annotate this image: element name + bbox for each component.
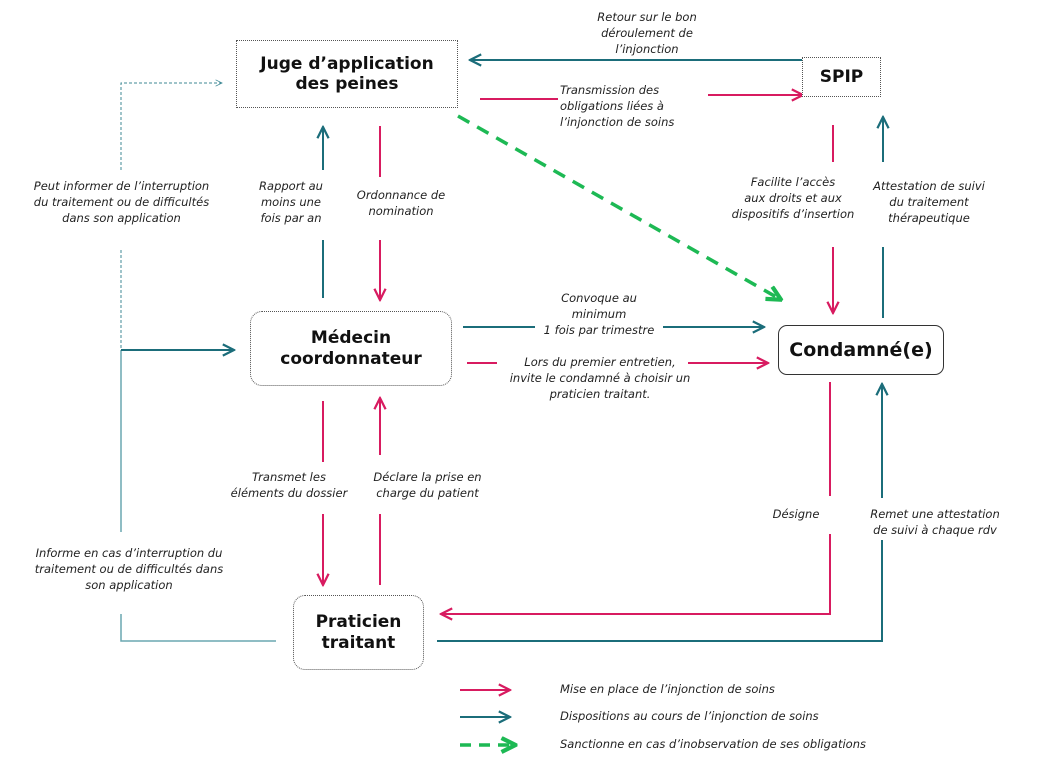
label-informe: Informe en cas d’interruption du traitem… [34,546,224,592]
label-remet: Remet une attestation de suivi à chaque … [870,507,1000,537]
label-transmission: Transmission des obligations liées à l’i… [560,83,675,129]
node-spip: SPIP [802,57,881,97]
edge-segment [437,540,883,642]
edge-info-to-jap [120,83,222,350]
label-retour: Retour sur le bon déroulement de l’injon… [597,10,697,56]
edge-segment [120,83,222,170]
edge-praticien-to-condamne-remet [437,384,883,642]
legend-label-during: Dispositions au cours de l’injonction de… [560,709,819,723]
legend-label-setup: Mise en place de l’injonction de soins [560,682,775,696]
edge-jap-to-condamne-sanction [457,114,778,298]
node-label: Médecin coordonnateur [280,328,422,369]
node-condamne: Condamné(e) [778,325,944,375]
label-attestation-suivi: Attestation de suivi du traitement théra… [873,179,985,225]
label-facilite: Facilite l’accès aux droits et aux dispo… [731,175,855,221]
node-label: SPIP [819,66,864,87]
label-premier-entretien: Lors du premier entretien, invite le con… [509,355,691,401]
edge-condamne-to-praticien-designe [441,382,831,614]
node-juge-application-peines: Juge d’application des peines [236,40,458,108]
edge-jap-to-spip-transmission [480,95,803,99]
label-ordonnance: Ordonnance de nomination [356,188,446,218]
label-convoque: Convoque au minimum 1 fois par trimestre [543,291,655,337]
label-peut-informer: Peut informer de l’interruption du trait… [33,179,210,225]
label-declare: Déclare la prise en charge du patient [373,470,482,500]
edge-segment [120,614,276,642]
label-rapport: Rapport au moins une fois par an [259,179,323,225]
node-label: Condamné(e) [789,338,933,361]
node-medecin-coordonnateur: Médecin coordonnateur [250,311,452,386]
label-transmet: Transmet les éléments du dossier [230,470,348,500]
edge-praticien-to-medecin-informe [120,350,276,642]
edge-segment [441,534,831,614]
node-label: Praticien traitant [315,612,402,653]
node-label: Juge d’application des peines [260,53,434,94]
legend-label-sanction: Sanctionne en cas d’inobservation de ses… [560,737,866,751]
node-praticien-traitant: Praticien traitant [293,595,424,670]
label-designe: Désigne [772,507,820,521]
